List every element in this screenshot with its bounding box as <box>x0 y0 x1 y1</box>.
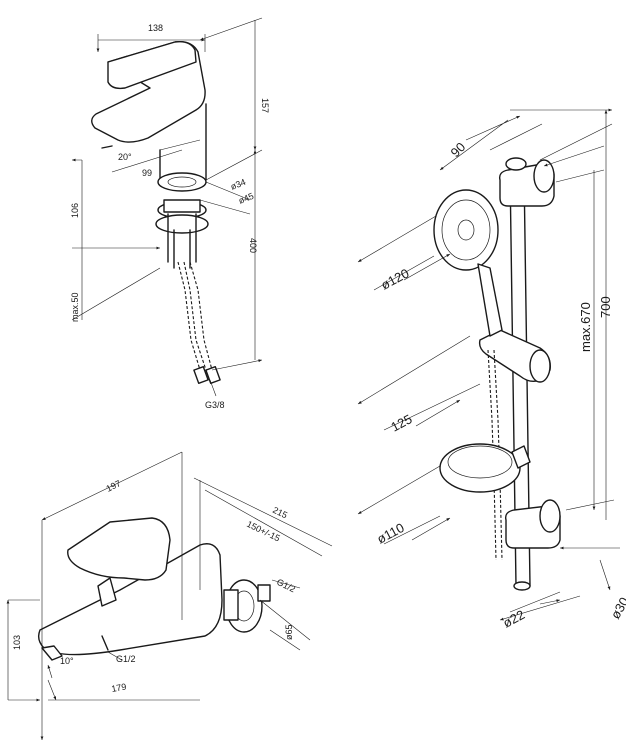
bath-angle-label: 10° <box>60 656 74 666</box>
bath-mixer-body <box>37 517 223 661</box>
basin-angle-label: 20° <box>118 152 132 162</box>
basin-height-label: 157 <box>260 98 270 113</box>
basin-hose-thread-label: G3/8 <box>205 400 225 410</box>
shower-bracket-d-label: ø30 <box>608 595 626 622</box>
basin-mixer-drawing: 138 157 20° 99 ø34 ø45 106 max.50 400 G3… <box>70 17 270 410</box>
bath-depth-label: 215 <box>271 505 289 521</box>
basin-reach-label: 99 <box>142 168 152 178</box>
basin-mixer-mounting <box>155 199 209 269</box>
basin-mixer-hoses <box>177 261 221 384</box>
bath-centres-label: 150+/-15 <box>245 519 282 544</box>
basin-base-height-label: 106 <box>70 203 80 218</box>
bath-height-label: 103 <box>12 635 22 650</box>
basin-hole-d2-label: ø45 <box>237 191 255 206</box>
bath-mixer-connectors <box>223 579 271 633</box>
bath-flange-d-label: ø65 <box>284 624 294 640</box>
bath-mixer-drawing: 197 215 150+/-15 G1/2 ø65 103 10° G1/2 1… <box>8 451 333 740</box>
shower-rail-total-label: 700 <box>598 296 613 318</box>
basin-width-label: 138 <box>148 23 163 33</box>
basin-deck-thickness-label: max.50 <box>70 292 80 322</box>
shower-head <box>433 189 503 337</box>
shower-soap-dish <box>439 443 531 493</box>
shower-set-drawing: 90 ø120 125 ø110 ø22 ø30 max.670 700 <box>358 110 626 631</box>
basin-hose-length-label: 400 <box>248 238 258 253</box>
bath-width-label: 197 <box>104 478 122 494</box>
shower-set-dimensions <box>358 110 620 620</box>
shower-head-d-label: ø120 <box>378 265 411 292</box>
basin-mixer-dimensions <box>72 17 262 397</box>
shower-rail-max-label: max.670 <box>578 302 593 352</box>
shower-slide-offset-label: 125 <box>388 411 414 434</box>
basin-hole-d1-label: ø34 <box>229 177 247 192</box>
shower-holder-projection-label: 90 <box>448 139 469 160</box>
bath-spout-length-label: 179 <box>111 682 128 694</box>
shower-rail-d-label: ø22 <box>500 607 527 631</box>
bath-thread-top-label: G1/2 <box>275 577 297 595</box>
bath-mixer-dimensions <box>8 451 333 740</box>
bath-thread-bottom-label: G1/2 <box>116 654 136 664</box>
shower-dish-d-label: ø110 <box>374 520 406 547</box>
